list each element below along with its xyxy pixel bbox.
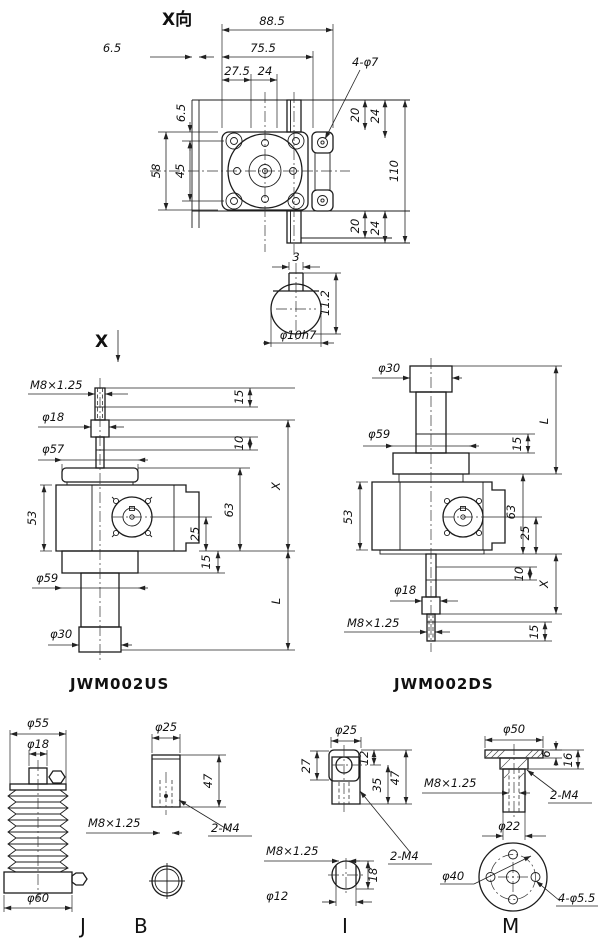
dim-flange-edge: 6.5 xyxy=(174,104,188,122)
us-dim-overall-body: 63 xyxy=(222,503,236,518)
i-label: I xyxy=(342,914,348,938)
ds-dim-travel: X xyxy=(537,579,551,589)
b-label: B xyxy=(134,914,148,938)
dim-shaft-bot-a: 20 xyxy=(348,219,362,234)
us-title: JWM002US xyxy=(69,675,169,693)
m-dim-flange: φ50 xyxy=(503,722,525,736)
m-dim-stem: φ22 xyxy=(498,819,520,833)
us-dim-rod-mid: 10 xyxy=(232,436,246,451)
x-view-marker: X向 xyxy=(162,9,192,30)
ds-dim-thread: M8×1.25 xyxy=(347,616,399,630)
i-dim-across: 18 xyxy=(366,868,380,883)
dim-key-height: 11.2 xyxy=(318,290,332,316)
dim-overall-height: 110 xyxy=(387,160,401,182)
j-label: J xyxy=(78,914,86,938)
ds-dim-rod-mid: 10 xyxy=(512,567,526,582)
m-dim-holes: 4-φ5.5 xyxy=(558,891,595,905)
us-dim-flange-thk: 15 xyxy=(199,555,213,570)
b-dim-length: 47 xyxy=(201,773,215,788)
i-dim-side-holes: 2-M4 xyxy=(390,849,419,863)
us-dim-tube: φ30 xyxy=(50,627,72,641)
dim-shaft-top-a: 20 xyxy=(348,108,362,123)
jwm002ds-view: φ30 φ59 53 φ18 M8×1.25 15 L 63 xyxy=(341,358,562,693)
b-dim-dia: φ25 xyxy=(155,720,177,734)
i-dim-flat: φ12 xyxy=(266,889,288,903)
section-hatching xyxy=(485,749,544,779)
ds-dim-collar: φ18 xyxy=(394,583,416,597)
ds-dim-tube: φ30 xyxy=(378,361,400,375)
ds-dim-tube-mid: 15 xyxy=(510,437,524,452)
ds-dim-tube-length: L xyxy=(537,418,551,424)
dim-hole-span-a: 27.5 xyxy=(224,64,250,78)
b-dim-thread: M8×1.25 xyxy=(88,816,140,830)
us-dim-top-flange: φ57 xyxy=(42,442,65,456)
note-bracket-holes: 4-φ7 xyxy=(352,55,379,69)
m-label: M xyxy=(502,914,519,938)
ds-dim-thread-len: 15 xyxy=(527,625,541,640)
dim-plate-thickness: 6.5 xyxy=(103,41,121,55)
j-dim-top: φ55 xyxy=(27,716,49,730)
i-dim-eye: 27 xyxy=(299,758,313,773)
us-dim-travel: X xyxy=(269,481,283,491)
us-motor-holes xyxy=(111,496,153,538)
j-dim-bore: φ18 xyxy=(27,737,49,751)
top-view: X向 xyxy=(103,9,410,258)
flange-corner-holes xyxy=(225,132,305,210)
us-dim-collar: φ18 xyxy=(42,410,64,424)
i-dim-length: 47 xyxy=(388,770,402,785)
side-bracket xyxy=(311,131,334,212)
m-dim-side-holes: 2-M4 xyxy=(550,788,579,802)
jwm002us-view: M8×1.25 φ18 φ57 53 φ59 φ30 15 1 xyxy=(25,378,295,693)
detail-i-view: φ25 27 12 35 47 M8×1.25 2-M4 xyxy=(264,723,432,938)
detail-m-view: φ50 6 16 M8×1.25 2-M4 xyxy=(422,722,598,938)
i-dim-thread: M8×1.25 xyxy=(266,844,318,858)
dim-flange-height: 58 xyxy=(149,164,163,179)
i-dim-dia: φ25 xyxy=(335,723,357,737)
i-dim-center-base: 35 xyxy=(370,778,384,793)
us-dim-thread: M8×1.25 xyxy=(30,378,82,392)
ds-title: JWM002DS xyxy=(393,675,494,693)
us-dim-shaft-center: 25 xyxy=(188,527,202,542)
detail-j-view: φ55 φ18 φ60 J xyxy=(3,716,88,938)
dim-hole-span-b: 24 xyxy=(258,64,273,78)
dim-hole-spacing: 45 xyxy=(173,164,187,179)
b-dim-side-holes: 2-M4 xyxy=(211,821,240,835)
m-dim-thread: M8×1.25 xyxy=(424,776,476,790)
us-dim-body: 53 xyxy=(25,511,39,526)
ds-motor-holes xyxy=(443,497,483,537)
dim-width-to-bracket: 75.5 xyxy=(250,41,276,55)
ds-dim-shaft-center: 25 xyxy=(518,526,532,541)
m-dim-depth: 16 xyxy=(561,753,575,768)
m-dim-bolt-circle: φ40 xyxy=(442,869,464,883)
us-dim-rod-top: 15 xyxy=(232,390,246,405)
dim-shaft-top-b: 24 xyxy=(368,109,382,124)
us-dim-tube-length: L xyxy=(269,598,283,604)
dim-shaft-bot-b: 24 xyxy=(368,221,382,236)
shaft-section-view: 3 11.2 φ10h7 xyxy=(263,250,341,347)
us-dim-bottom-flange: φ59 xyxy=(36,571,58,585)
ds-dim-body: 53 xyxy=(341,510,355,525)
j-dim-base: φ60 xyxy=(27,891,49,905)
m-dim-plate: 6 xyxy=(539,750,553,757)
dim-shaft-dia: φ10h7 xyxy=(280,328,318,342)
i-dim-top-offset: 12 xyxy=(357,751,371,766)
ds-dim-overall-body: 63 xyxy=(504,505,518,520)
x-section-marker: X xyxy=(95,330,121,362)
x-section-label: X xyxy=(95,332,108,352)
dim-overall-width: 88.5 xyxy=(259,14,285,28)
dim-key-width: 3 xyxy=(292,250,299,264)
ds-dim-top-flange: φ59 xyxy=(368,427,390,441)
detail-b-view: φ25 47 M8×1.25 2-M4 B xyxy=(86,720,252,938)
